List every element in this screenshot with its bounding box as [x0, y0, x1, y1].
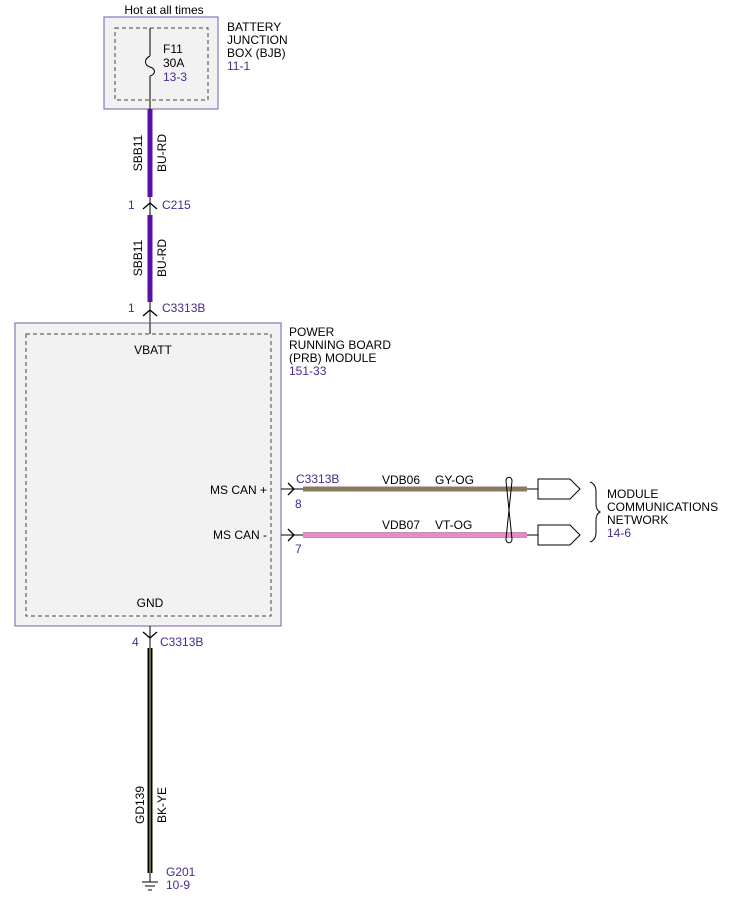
- ground-icon: [142, 881, 158, 891]
- c215-pin: 1: [128, 198, 135, 212]
- bjb-name-3: BOX (BJB): [227, 46, 286, 60]
- wire-can-plus-color: GY-OG: [435, 473, 474, 487]
- pin-can-minus: MS CAN -: [213, 528, 267, 542]
- c3313b-top-name[interactable]: C3313B: [162, 301, 205, 315]
- c3313b-can-name[interactable]: C3313B: [296, 472, 339, 486]
- connector-c3313b-gnd-icon: [142, 631, 158, 639]
- wire-ground-circuit: GD139: [133, 786, 147, 824]
- prb-module-box: [14, 322, 282, 627]
- network-name-2: COMMUNICATIONS: [607, 500, 718, 514]
- module-name-2: RUNNING BOARD: [289, 338, 391, 352]
- bjb-inner-dashed: [114, 27, 209, 101]
- wire-middle-circuit: SBB11: [131, 239, 145, 276]
- fuse-id: F11: [163, 42, 183, 56]
- fuse-rating: 30A: [163, 56, 184, 70]
- network-name-1: MODULE: [607, 487, 658, 501]
- c3313b-top-pin: 1: [128, 301, 135, 315]
- wire-middle-color: BU-RD: [155, 239, 169, 277]
- bjb-page-ref[interactable]: 11-1: [227, 59, 250, 73]
- fuse-icon: [145, 55, 155, 77]
- network-connector-minus-icon: [537, 524, 581, 546]
- wire-can-minus-circuit: VDB07: [382, 518, 420, 532]
- wire-can-plus-circuit: VDB06: [382, 473, 420, 487]
- c3313b-gnd-name[interactable]: C3313B: [160, 635, 203, 649]
- power-source-label: Hot at all times: [124, 3, 203, 17]
- pin-can-plus: MS CAN +: [210, 483, 267, 497]
- network-brace-icon: [589, 481, 602, 543]
- c3313b-can-plus-pin: 8: [295, 497, 302, 511]
- c3313b-gnd-pin: 4: [132, 635, 139, 649]
- network-connector-plus-icon: [537, 478, 581, 500]
- c215-name[interactable]: C215: [162, 198, 191, 212]
- pin-gnd: GND: [137, 596, 164, 610]
- module-name-1: POWER: [289, 325, 335, 339]
- ground-page-ref[interactable]: 10-9: [166, 878, 190, 892]
- bjb-name-2: JUNCTION: [227, 33, 288, 47]
- network-page-ref[interactable]: 14-6: [607, 526, 631, 540]
- module-page-ref[interactable]: 151-33: [289, 364, 327, 378]
- c3313b-can-minus-pin: 7: [295, 542, 302, 556]
- wire-upper-circuit: SBB11: [131, 134, 145, 171]
- bjb-box: [103, 16, 219, 110]
- wire-upper-color: BU-RD: [155, 134, 169, 172]
- prb-module-inner-dashed: [25, 333, 272, 617]
- twisted-pair-icon: [505, 476, 513, 544]
- wire-ground-color: BK-YE: [155, 787, 169, 823]
- module-name-3: (PRB) MODULE: [289, 351, 376, 365]
- bjb-name-1: BATTERY: [227, 20, 281, 34]
- wire-can-minus-color: VT-OG: [435, 518, 472, 532]
- ground-name[interactable]: G201: [166, 865, 196, 879]
- pin-vbatt: VBATT: [134, 343, 172, 357]
- fuse-ref[interactable]: 13-3: [163, 70, 187, 84]
- network-name-3: NETWORK: [607, 513, 668, 527]
